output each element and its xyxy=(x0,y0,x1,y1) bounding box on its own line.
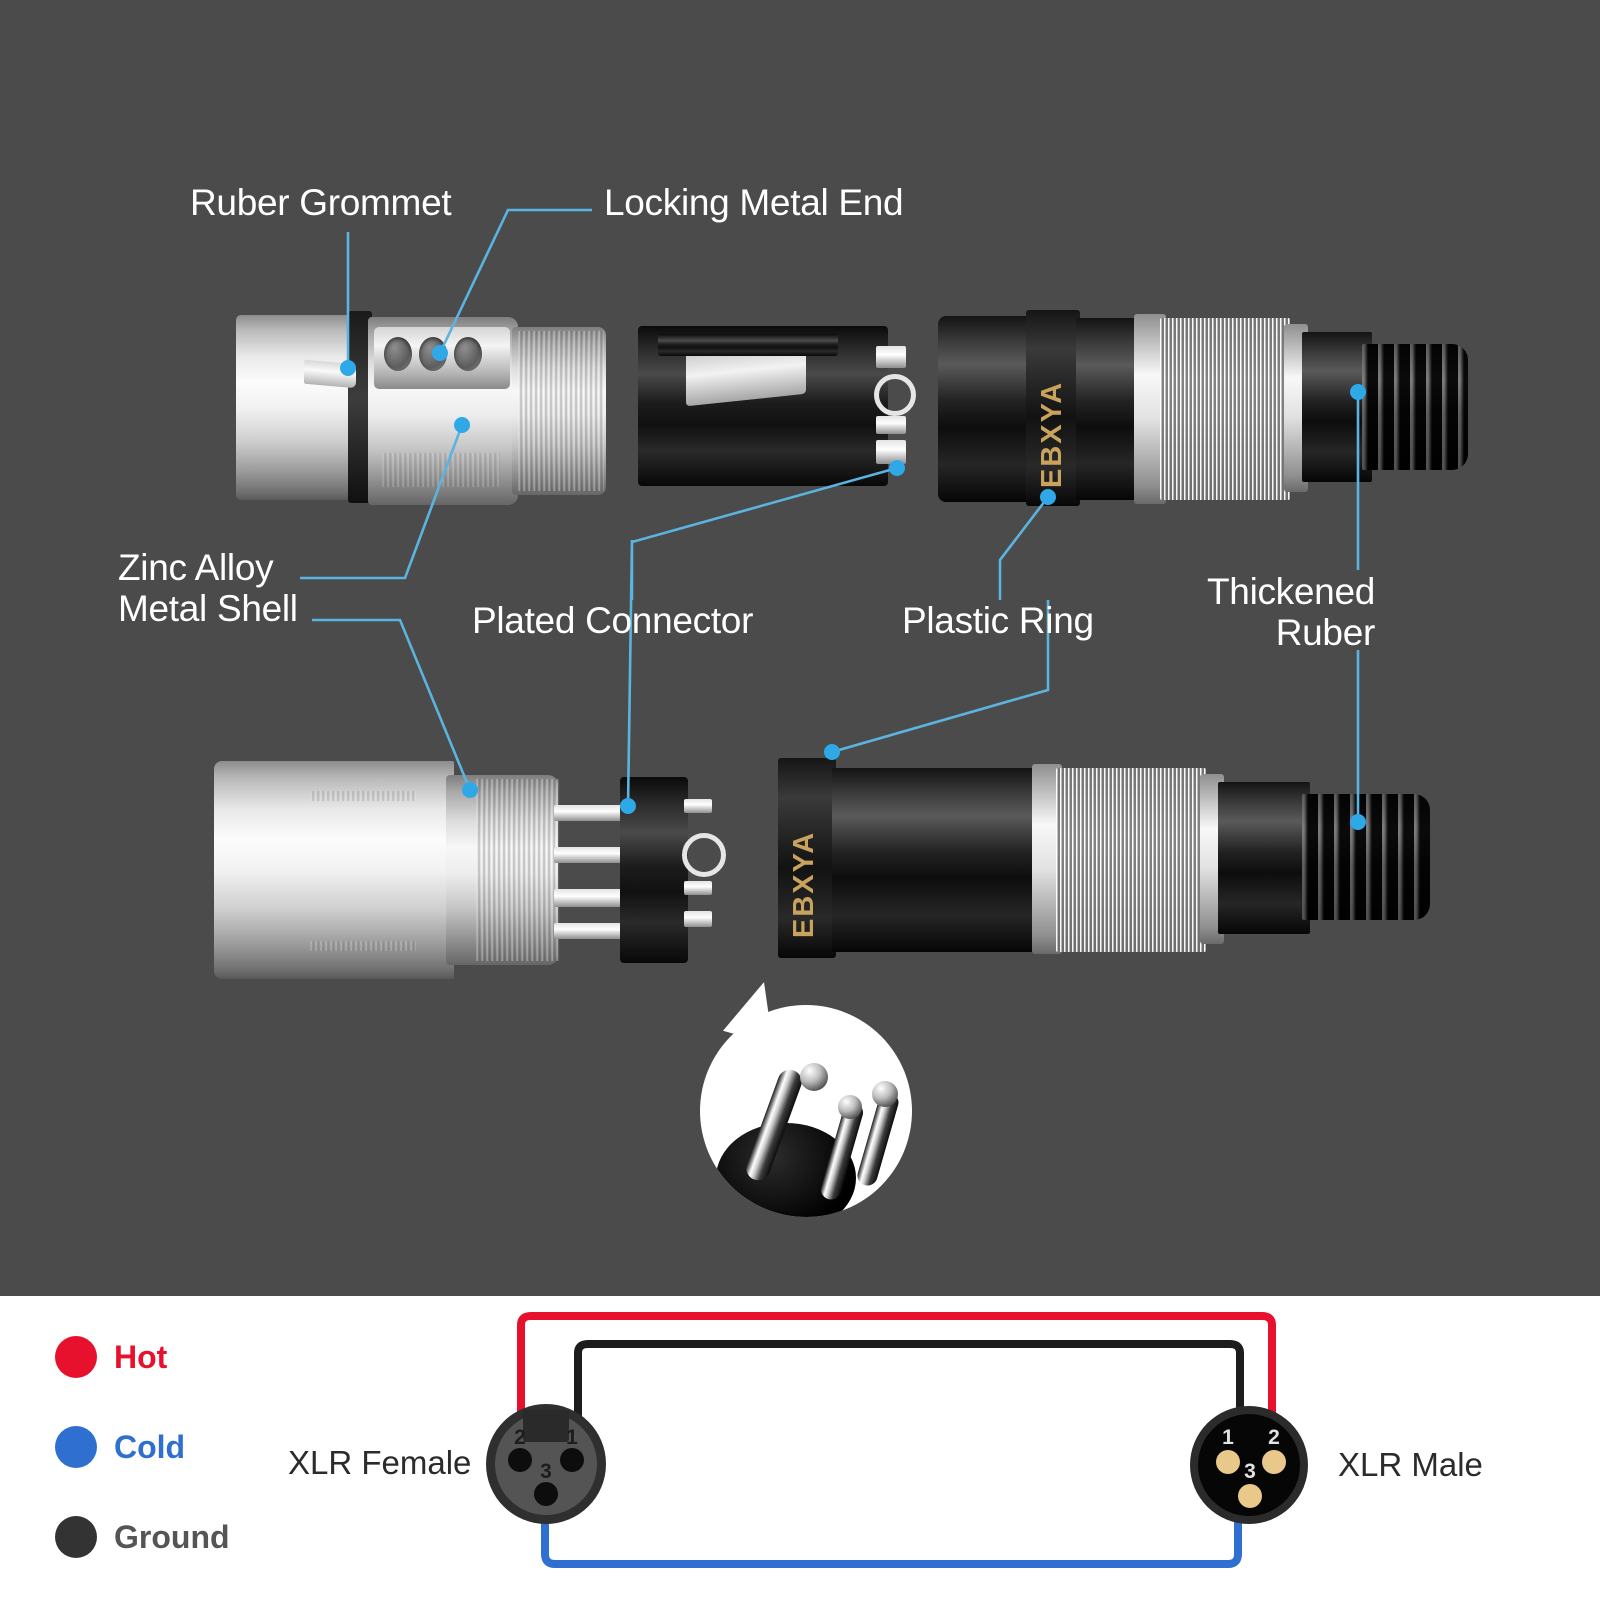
legend-item-hot: Hot xyxy=(55,1336,167,1378)
plastic-ring-part xyxy=(1026,310,1080,506)
callout-label-thickened-ruber: Thickened Ruber xyxy=(1206,571,1375,653)
legend-dot-cold xyxy=(55,1426,97,1468)
thickened-ruber-part xyxy=(1362,344,1468,470)
xlr-female-connector: 2 1 3 xyxy=(486,1404,606,1524)
brand-logo-text-top: EBXYA xyxy=(1036,380,1068,488)
female-key-notch xyxy=(523,1410,569,1442)
male-metal-shell-photo xyxy=(214,755,774,985)
female-socket-3 xyxy=(534,1482,558,1506)
legend-label-hot: Hot xyxy=(114,1338,168,1375)
wiring-paths xyxy=(517,1312,1276,1568)
knurled-grip xyxy=(1160,318,1290,500)
legend-label-ground: Ground xyxy=(114,1518,230,1555)
xlr-male-connector: 1 2 3 xyxy=(1190,1406,1308,1524)
legend-dot-ground xyxy=(55,1516,97,1558)
callout-label-plastic-ring: Plastic Ring xyxy=(902,600,1094,641)
plastic-ring-part-bottom xyxy=(778,758,836,958)
callout-label-ruber-grommet: Ruber Grommet xyxy=(190,182,452,223)
callout-label-plated-connector: Plated Connector xyxy=(472,600,754,641)
female-socket-2 xyxy=(508,1448,532,1472)
plated-connector-photo-bottom xyxy=(620,777,688,963)
male-pin-1 xyxy=(1216,1450,1240,1474)
callout-label-locking-metal-end: Locking Metal End xyxy=(604,182,904,223)
female-connector-body-photo: EBXYA xyxy=(938,308,1468,508)
callout-label-zinc-alloy-metal-shell: Zinc Alloy Metal Shell xyxy=(118,547,298,629)
female-pin-number-2: 2 xyxy=(514,1426,526,1449)
legend-dot-hot xyxy=(55,1336,97,1378)
female-pin-number-3: 3 xyxy=(540,1460,552,1483)
exploded-view-panel: EBXYA xyxy=(0,0,1600,1296)
male-pin-number-3: 3 xyxy=(1244,1460,1256,1483)
plated-connector-photo-top xyxy=(638,318,923,493)
legend-label-cold: Cold xyxy=(114,1428,186,1465)
male-pin-number-2: 2 xyxy=(1268,1426,1280,1449)
male-pin-2 xyxy=(1262,1450,1286,1474)
female-socket-1 xyxy=(560,1448,584,1472)
xlr-female-label: XLR Female xyxy=(288,1444,472,1481)
female-metal-shell-photo xyxy=(236,305,606,510)
pin-detail-magnifier xyxy=(690,974,930,1217)
brand-logo-text-bottom: EBXYA xyxy=(788,830,820,938)
legend-item-cold: Cold xyxy=(55,1426,185,1468)
female-pin-number-1: 1 xyxy=(566,1426,578,1449)
legend-item-ground: Ground xyxy=(55,1516,230,1558)
wiring-diagram-panel: Hot Cold Ground xyxy=(0,1296,1600,1600)
male-connector-body-photo: EBXYA xyxy=(778,752,1468,967)
xlr-male-label: XLR Male xyxy=(1338,1446,1483,1483)
male-pin-number-1: 1 xyxy=(1222,1426,1234,1449)
male-pin-3 xyxy=(1238,1484,1262,1508)
